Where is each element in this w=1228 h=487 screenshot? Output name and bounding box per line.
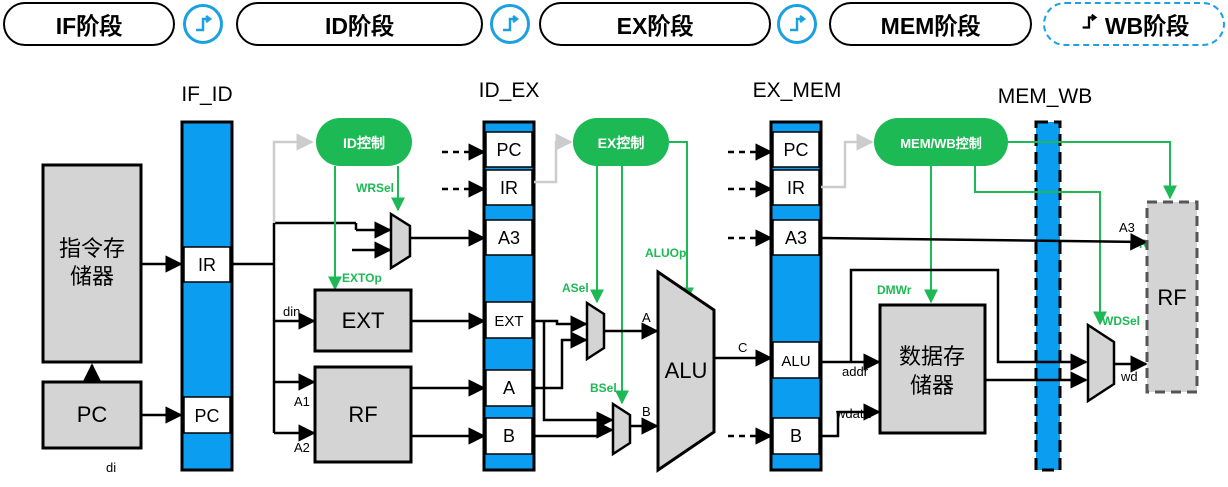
ex-mem-alu-field (772, 341, 820, 379)
transition-arrow-icon (1079, 11, 1099, 38)
stage-label: WB阶段 (1104, 13, 1190, 39)
controller-label: EX控制 (598, 135, 645, 151)
field-label: B (503, 426, 515, 446)
pipeline-register-title: IF_ID (181, 83, 232, 106)
stage-pill-if: IF阶段 (3, 2, 175, 46)
controller-label: MEM/WB控制 (900, 136, 982, 151)
control-signal-label: ASel (562, 281, 589, 295)
controller-label: ID控制 (343, 135, 385, 151)
field-label: A3 (785, 228, 807, 248)
stage-label: EX阶段 (616, 13, 694, 39)
id-ex-b-field (485, 417, 533, 455)
port-label: addr (842, 364, 869, 379)
block-label: EXT (342, 308, 385, 333)
asel-mux (585, 300, 606, 362)
stage-label: IF阶段 (55, 13, 123, 39)
port-label: C (738, 340, 747, 355)
block-label: 储器 (910, 373, 954, 398)
block-label: RF (1157, 285, 1186, 310)
block-label: RF (348, 402, 377, 427)
alu: ALU (656, 269, 716, 473)
if-id-register: IR PC (180, 120, 234, 472)
port-label: B (642, 404, 651, 419)
ex-mem-a3-field (772, 219, 820, 256)
stage-pill-id: ID阶段 (236, 2, 483, 46)
if-id-pc-field (183, 396, 231, 434)
stage-label: ID阶段 (325, 13, 394, 39)
port-label: A (642, 310, 651, 325)
id-ex-ir-field (485, 169, 533, 206)
wrsel-mux (389, 211, 412, 271)
transition-arrow-icon (183, 4, 223, 44)
ex-mem-b-field (772, 417, 820, 455)
id-ex-a3-field (485, 219, 533, 256)
block-label: 储器 (70, 264, 114, 289)
stage-pill-wb: WB阶段 (1043, 2, 1225, 46)
ex-mem-register: PC IR A3 ALU B (769, 120, 823, 472)
port-label: wdata (835, 406, 871, 421)
field-label: A3 (498, 228, 520, 248)
id-ex-ext-field (485, 301, 533, 339)
field-label: A (503, 378, 515, 398)
instruction-memory: 指令存 储器 (41, 163, 143, 364)
wdsel-mux (1086, 322, 1116, 404)
port-label: di (106, 460, 116, 475)
if-id-ir-field (183, 246, 231, 283)
block-label: ALU (665, 358, 708, 383)
block-label: 指令存 (59, 236, 125, 261)
transition-arrow-icon (490, 4, 530, 44)
field-label: EXT (494, 313, 523, 330)
port-label: A3 (1119, 220, 1135, 235)
mem-wb-register (1034, 120, 1062, 472)
field-label: PC (783, 140, 808, 160)
block-label: 数据存 (899, 344, 965, 369)
transition-arrow-icon (777, 4, 817, 44)
control-signal-label: DMWr (877, 283, 912, 297)
ex-mem-pc-field (772, 131, 820, 168)
control-signal-label: BSel (590, 381, 617, 395)
ex-control-unit: EX控制 (573, 118, 669, 166)
stage-pill-ex: EX阶段 (539, 2, 771, 46)
stage-label: MEM阶段 (880, 13, 981, 39)
field-label: PC (496, 140, 521, 160)
stage-pill-mem: MEM阶段 (829, 2, 1032, 46)
ext-block: EXT (313, 288, 413, 353)
ex-mem-ir-field (772, 169, 820, 206)
control-signal-label: EXTOp (342, 271, 382, 285)
memwb-control-unit: MEM/WB控制 (874, 118, 1008, 166)
control-signal-label: WDSel (1102, 314, 1140, 328)
field-label: IR (787, 178, 805, 198)
pipeline-register-title: EX_MEM (753, 79, 842, 102)
pipeline-register-title: MEM_WB (998, 85, 1093, 108)
field-label: IR (198, 255, 216, 275)
port-label: wd (1120, 369, 1138, 384)
bsel-mux (611, 401, 632, 457)
register-file-wb: RF (1145, 200, 1199, 394)
id-ex-pc-field (485, 131, 533, 168)
control-signal-label: WRSel (356, 181, 394, 195)
id-control-unit: ID控制 (316, 118, 412, 166)
field-label: B (790, 426, 802, 446)
field-label: PC (194, 406, 219, 426)
port-label: A2 (294, 440, 310, 455)
port-label: A1 (294, 394, 310, 409)
control-signal-label: ALUOp (645, 246, 686, 260)
field-label: IR (500, 178, 518, 198)
field-label: ALU (781, 353, 810, 370)
register-file: RF (313, 365, 413, 464)
id-ex-a-field (485, 369, 533, 407)
data-memory: 数据存 储器 (878, 303, 987, 435)
block-label: PC (77, 402, 108, 427)
id-ex-register: PC IR A3 EXT A B (482, 120, 536, 472)
pipeline-register-title: ID_EX (479, 79, 540, 102)
port-label: din (283, 304, 300, 319)
pc-block: PC (41, 380, 143, 450)
